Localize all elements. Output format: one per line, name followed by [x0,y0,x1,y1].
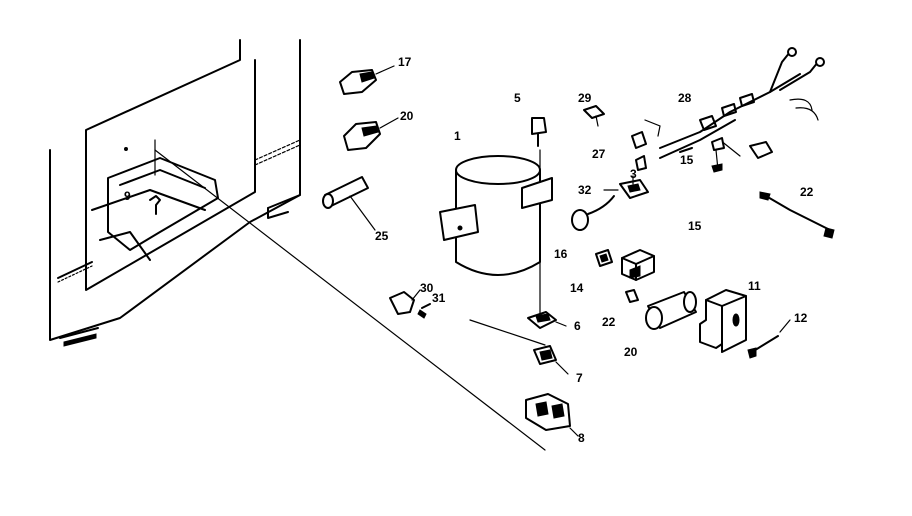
mount-7 [533,345,569,375]
mount-6 [527,311,567,329]
callout-13: 14 [570,281,584,295]
clip-30 [389,289,431,319]
cord-22 [759,191,835,239]
overload-14 [621,249,655,281]
callout-1: 1 [454,129,461,143]
callout-11: 11 [748,279,761,293]
leader-line [469,319,546,346]
callout-18: 20 [400,109,414,123]
callout-6: 6 [574,319,581,333]
callout-3: 3 [630,167,637,181]
relay-32 [603,179,649,199]
callout-22: 22 [800,185,814,199]
leader-line [154,149,546,451]
cylinder-20 [645,291,697,330]
screw-19 [625,289,639,303]
callout-30: 30 [420,281,434,295]
cover-11 [699,289,747,353]
callout-12: 12 [794,311,808,325]
callout-29: 29 [578,91,592,105]
callout-28: 28 [678,91,692,105]
bracket-8 [525,393,579,437]
tube-25 [322,176,376,231]
callout-15: 15 [680,153,694,167]
callout-16: 16 [554,247,568,261]
connector-27 [631,119,661,171]
callout-19: 22 [602,315,616,329]
bracket-18 [343,117,399,151]
callout-5: 5 [514,91,521,105]
callout-9: 9 [124,189,131,203]
terminal-13 [595,249,613,267]
callout-31: 31 [432,291,446,305]
valve-part [531,117,547,147]
callout-17: 17 [398,55,412,69]
callout-labels: 17 20 25 9 1 5 29 28 27 15 32 3 22 16 15… [124,55,814,445]
callout-27: 27 [592,147,606,161]
callout-25: 25 [375,229,389,243]
callout-32: 32 [578,183,592,197]
cabinet [49,39,301,347]
callout-20: 20 [624,345,638,359]
wiring-harness [659,47,825,173]
screw-12 [747,319,791,359]
bracket-17 [339,65,395,95]
compressor-part [439,155,553,276]
callout-8: 8 [578,431,585,445]
capacitor-16 [571,195,615,231]
callout-14: 15 [688,219,702,233]
callout-7: 7 [576,371,583,385]
clip-29 [583,105,605,127]
